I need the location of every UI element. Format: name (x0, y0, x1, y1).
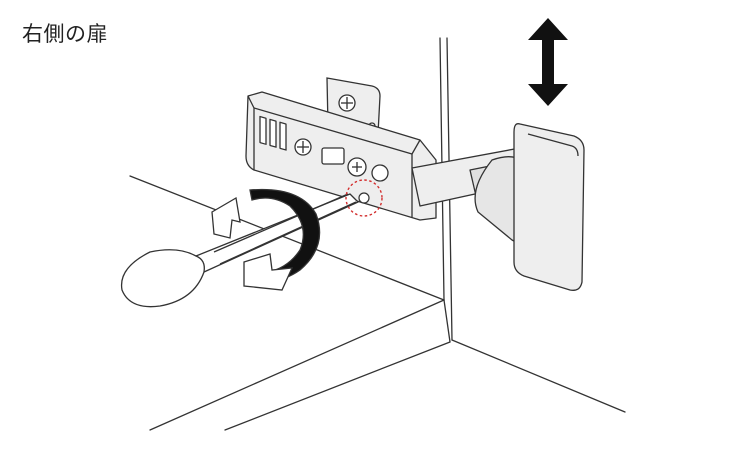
dashed-circle-highlight (345, 179, 383, 217)
screwdriver (120, 193, 359, 308)
clockwise-rotation-arrow-icon (211, 188, 321, 291)
diagram-title: 右側の扉 (22, 22, 108, 46)
up-down-arrow-icon (528, 18, 568, 106)
hinge-cup (474, 123, 585, 291)
